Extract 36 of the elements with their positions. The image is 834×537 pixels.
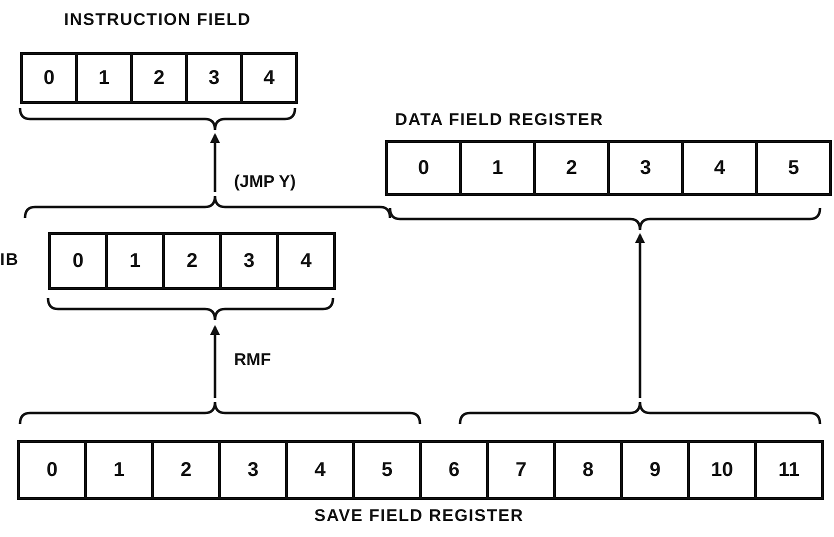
edge-label: (JMP Y) <box>232 172 298 192</box>
bit-cell: 6 <box>419 440 489 500</box>
bit-cell: 3 <box>219 232 279 290</box>
bit-cell: 1 <box>75 52 133 104</box>
bit-cell: 2 <box>533 140 610 196</box>
bit-cell: 2 <box>162 232 222 290</box>
register-label: SAVE FIELD REGISTER <box>314 506 524 526</box>
bit-cell: 1 <box>105 232 165 290</box>
bit-cell: 11 <box>754 440 824 500</box>
bit-cell: 5 <box>755 140 832 196</box>
bit-cell: 9 <box>620 440 690 500</box>
register-label: INSTRUCTION FIELD <box>64 10 251 30</box>
bit-cell: 3 <box>607 140 684 196</box>
bit-cell: 7 <box>486 440 556 500</box>
bit-cell: 0 <box>17 440 87 500</box>
register-label: IB <box>0 250 19 270</box>
bit-cell: 4 <box>285 440 355 500</box>
bit-cell: 4 <box>681 140 758 196</box>
bit-cell: 0 <box>20 52 78 104</box>
arrow <box>635 233 645 398</box>
arrow <box>210 133 220 192</box>
bit-cell: 2 <box>130 52 188 104</box>
bit-cell: 10 <box>687 440 757 500</box>
bit-cell: 5 <box>352 440 422 500</box>
bit-cell: 8 <box>553 440 623 500</box>
bit-cell: 1 <box>84 440 154 500</box>
bit-cell: 3 <box>185 52 243 104</box>
bit-cell: 4 <box>276 232 336 290</box>
bit-cell: 1 <box>459 140 536 196</box>
bit-cell: 0 <box>48 232 108 290</box>
bit-cell: 3 <box>218 440 288 500</box>
arrow <box>210 325 220 398</box>
bit-cell: 0 <box>385 140 462 196</box>
bit-cell: 2 <box>151 440 221 500</box>
bit-cell: 4 <box>240 52 298 104</box>
register-label: DATA FIELD REGISTER <box>395 110 604 130</box>
